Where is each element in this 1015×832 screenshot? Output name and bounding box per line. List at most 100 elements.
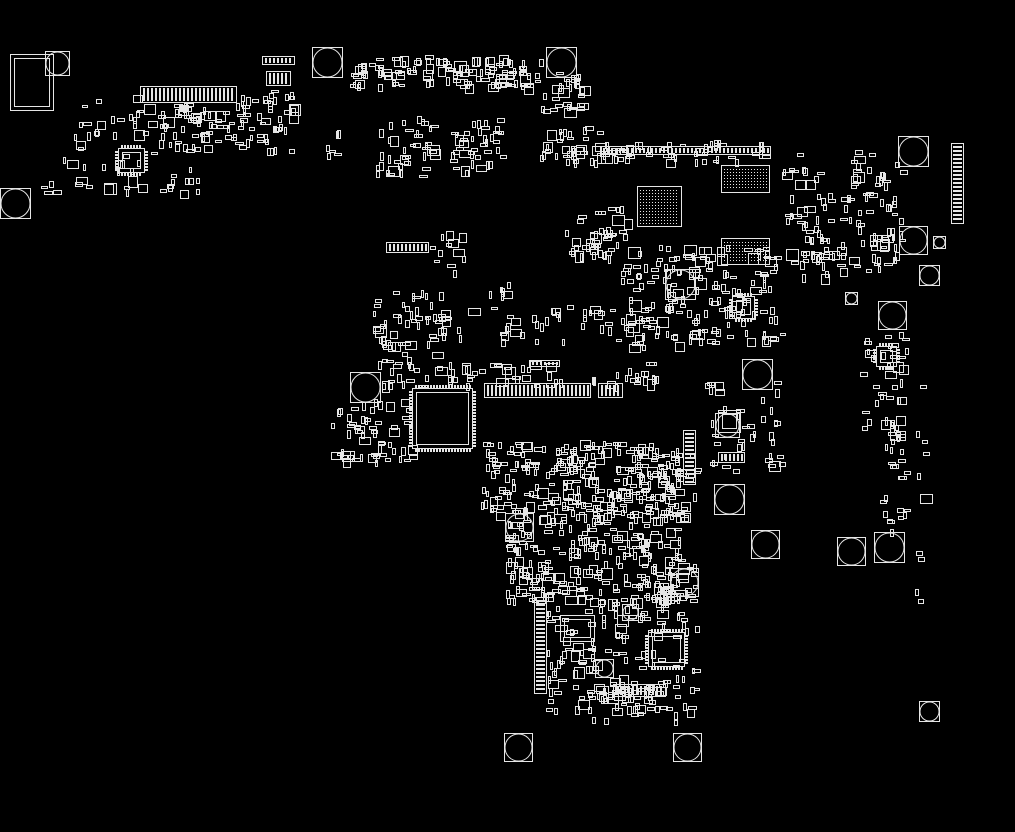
passive-component	[657, 621, 666, 625]
passive-component	[650, 508, 659, 519]
passive-component	[688, 706, 697, 710]
passive-component	[658, 455, 665, 458]
connector-pin	[544, 362, 546, 365]
connector-pin	[199, 88, 201, 101]
connector-pin	[659, 148, 661, 153]
passive-component	[410, 311, 413, 320]
passive-component	[892, 385, 898, 390]
passive-component	[465, 170, 469, 177]
passive-component	[236, 103, 240, 111]
passive-component	[429, 334, 437, 338]
bga-pad	[745, 181, 746, 182]
passive-component	[555, 625, 568, 632]
ic-pin	[750, 319, 752, 322]
passive-component	[408, 70, 417, 75]
passive-component	[405, 320, 410, 328]
bga-pad	[763, 245, 764, 246]
passive-component	[851, 160, 858, 164]
passive-component	[712, 285, 720, 290]
passive-component	[592, 252, 596, 260]
passive-component	[745, 330, 748, 337]
passive-component	[613, 589, 620, 593]
connector-pin	[227, 88, 229, 101]
passive-component	[694, 468, 702, 472]
passive-component	[519, 523, 524, 531]
passive-component	[596, 509, 603, 512]
passive-component	[890, 432, 901, 441]
passive-component	[551, 500, 555, 506]
bga-pad	[652, 208, 653, 209]
bga-body	[637, 186, 682, 227]
bga-pad	[742, 178, 743, 179]
passive-component	[841, 253, 846, 260]
passive-component	[598, 600, 606, 605]
ic-pin	[473, 427, 476, 429]
passive-component	[161, 133, 165, 141]
passive-component	[401, 399, 410, 407]
passive-component	[884, 182, 888, 191]
passive-component	[449, 362, 452, 370]
passive-component	[596, 686, 609, 694]
passive-component	[574, 245, 579, 251]
passive-component	[685, 590, 688, 599]
passive-component	[681, 296, 685, 304]
passive-component	[598, 540, 605, 545]
passive-component	[216, 111, 226, 122]
passive-component	[648, 326, 655, 330]
passive-component	[267, 148, 271, 156]
passive-component	[507, 75, 515, 79]
connector-pin	[531, 385, 533, 396]
connector-pin	[547, 385, 549, 396]
passive-component	[589, 462, 596, 467]
passive-component	[872, 254, 876, 263]
connector-pin	[417, 244, 419, 251]
passive-component	[769, 432, 774, 441]
passive-component	[604, 561, 608, 569]
connector-pin	[219, 88, 221, 101]
passive-component	[361, 432, 365, 439]
bga-pad	[754, 178, 755, 179]
passive-component	[652, 275, 659, 279]
passive-component	[795, 180, 806, 190]
passive-component	[894, 244, 897, 252]
bga-pad	[745, 175, 746, 176]
bga-pad	[646, 223, 647, 224]
bga-pad	[676, 190, 677, 191]
passive-component	[782, 172, 793, 180]
connector-pin	[281, 73, 283, 84]
passive-component	[904, 509, 911, 512]
connector-pin	[953, 162, 962, 164]
bga-pad	[640, 223, 641, 224]
passive-component	[257, 140, 264, 143]
bga-pad	[745, 254, 746, 255]
passive-component	[741, 320, 746, 327]
bga-pad	[754, 172, 755, 173]
passive-component	[617, 467, 629, 475]
passive-component	[820, 257, 829, 260]
passive-component	[571, 75, 575, 83]
passive-component	[574, 81, 577, 88]
bga-pad	[652, 214, 653, 215]
bga-pad	[739, 260, 740, 261]
passive-component	[674, 712, 678, 721]
connector-pin	[953, 210, 962, 212]
bga-pad	[658, 214, 659, 215]
ic-pin	[127, 173, 129, 176]
passive-component	[708, 262, 713, 270]
bga-pad	[661, 217, 662, 218]
passive-component	[530, 582, 538, 585]
passive-component	[763, 331, 766, 338]
passive-component	[648, 630, 652, 637]
passive-component	[659, 465, 668, 470]
passive-component	[133, 117, 137, 124]
passive-component	[482, 487, 486, 494]
passive-component	[758, 253, 761, 260]
bga-pad	[733, 172, 734, 173]
passive-component	[586, 467, 594, 472]
bga-pad	[658, 220, 659, 221]
passive-component	[453, 377, 458, 383]
connector-pin	[163, 88, 165, 101]
bga-pad	[733, 187, 734, 188]
passive-component	[606, 443, 612, 446]
